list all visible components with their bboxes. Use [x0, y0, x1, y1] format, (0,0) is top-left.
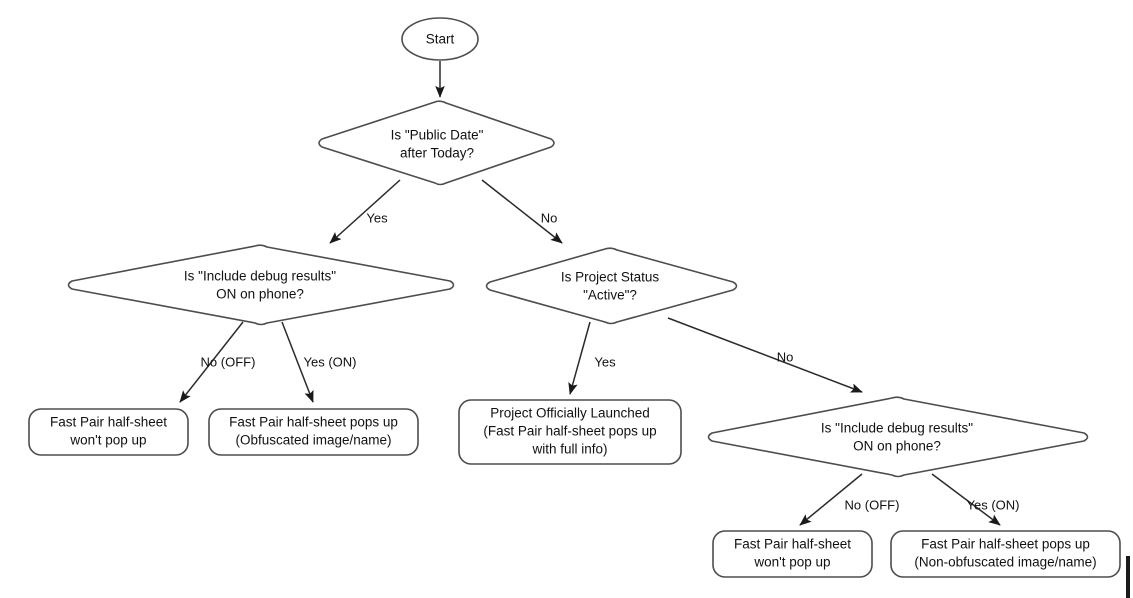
- public-date-line1: Is "Public Date": [391, 128, 484, 143]
- result-launched-shape: [458, 399, 682, 465]
- public-date-diamond-shape: [318, 100, 555, 186]
- edge-label-layer: Yes No No (OFF) Yes (ON) Yes No No (OFF)…: [201, 210, 1020, 512]
- debug-right-diamond-shape: [707, 396, 1089, 478]
- edge-debug-right-yes: [931, 473, 1001, 526]
- edge-debug-right-no: [799, 473, 863, 526]
- result-launched-line3: with full info): [531, 442, 607, 457]
- edge-public-date-no: [481, 179, 563, 244]
- debug-right-line1: Is "Include debug results": [821, 421, 973, 436]
- node-result-left-on[interactable]: Fast Pair half-sheet pops up (Obfuscated…: [208, 408, 419, 456]
- edge-label-debug-right-yes: Yes (ON): [967, 497, 1020, 512]
- connector-layer: [179, 61, 1001, 526]
- start-label: Start: [426, 32, 455, 47]
- result-launched-line2: (Fast Pair half-sheet pops up: [483, 424, 656, 439]
- node-result-right-on[interactable]: Fast Pair half-sheet pops up (Non-obfusc…: [890, 530, 1121, 578]
- canvas-edge-artifact: [1126, 556, 1130, 598]
- node-result-launched[interactable]: Project Officially Launched (Fast Pair h…: [458, 399, 682, 465]
- result-right-off-shape: [712, 530, 873, 578]
- node-decision-debug-right[interactable]: Is "Include debug results" ON on phone?: [707, 396, 1089, 478]
- result-launched-line1: Project Officially Launched: [490, 406, 650, 421]
- result-right-on-line1: Fast Pair half-sheet pops up: [921, 537, 1090, 552]
- public-date-line2: after Today?: [400, 146, 474, 161]
- result-left-off-shape: [28, 408, 189, 456]
- edge-public-date-yes: [329, 179, 401, 244]
- node-result-right-off[interactable]: Fast Pair half-sheet won't pop up: [712, 530, 873, 578]
- edge-label-public-date-no: No: [541, 210, 558, 225]
- result-right-off-line2: won't pop up: [753, 555, 830, 570]
- result-left-off-line2: won't pop up: [69, 433, 146, 448]
- node-result-left-off[interactable]: Fast Pair half-sheet won't pop up: [28, 408, 189, 456]
- project-status-diamond-shape: [485, 247, 738, 325]
- edge-debug-left-no: [179, 321, 244, 403]
- debug-left-line1: Is "Include debug results": [184, 269, 336, 284]
- node-decision-public-date[interactable]: Is "Public Date" after Today?: [318, 100, 555, 186]
- edge-label-debug-left-no: No (OFF): [201, 354, 256, 369]
- edge-label-project-status-yes: Yes: [594, 354, 616, 369]
- result-left-on-line1: Fast Pair half-sheet pops up: [229, 415, 398, 430]
- debug-left-line2: ON on phone?: [216, 287, 304, 302]
- edge-project-status-no: [667, 317, 863, 393]
- node-start[interactable]: Start: [401, 17, 479, 61]
- edge-label-debug-right-no: No (OFF): [845, 497, 900, 512]
- result-left-off-line1: Fast Pair half-sheet: [50, 415, 167, 430]
- node-decision-debug-left[interactable]: Is "Include debug results" ON on phone?: [67, 244, 455, 326]
- edge-debug-left-yes: [281, 321, 314, 403]
- debug-left-diamond-shape: [67, 244, 455, 326]
- edge-label-public-date-yes: Yes: [366, 210, 388, 225]
- edge-label-debug-left-yes: Yes (ON): [304, 354, 357, 369]
- node-decision-project-status[interactable]: Is Project Status "Active"?: [485, 247, 738, 325]
- result-left-on-shape: [208, 408, 419, 456]
- project-status-line2: "Active"?: [583, 288, 637, 303]
- result-right-off-line1: Fast Pair half-sheet: [734, 537, 851, 552]
- edge-label-project-status-no: No: [777, 349, 794, 364]
- project-status-line1: Is Project Status: [561, 270, 660, 285]
- start-ellipse-shape: [401, 17, 479, 61]
- edge-project-status-yes: [568, 321, 591, 395]
- result-right-on-line2: (Non-obfuscated image/name): [914, 555, 1096, 570]
- result-right-on-shape: [890, 530, 1121, 578]
- debug-right-line2: ON on phone?: [853, 439, 941, 454]
- result-left-on-line2: (Obfuscated image/name): [235, 433, 391, 448]
